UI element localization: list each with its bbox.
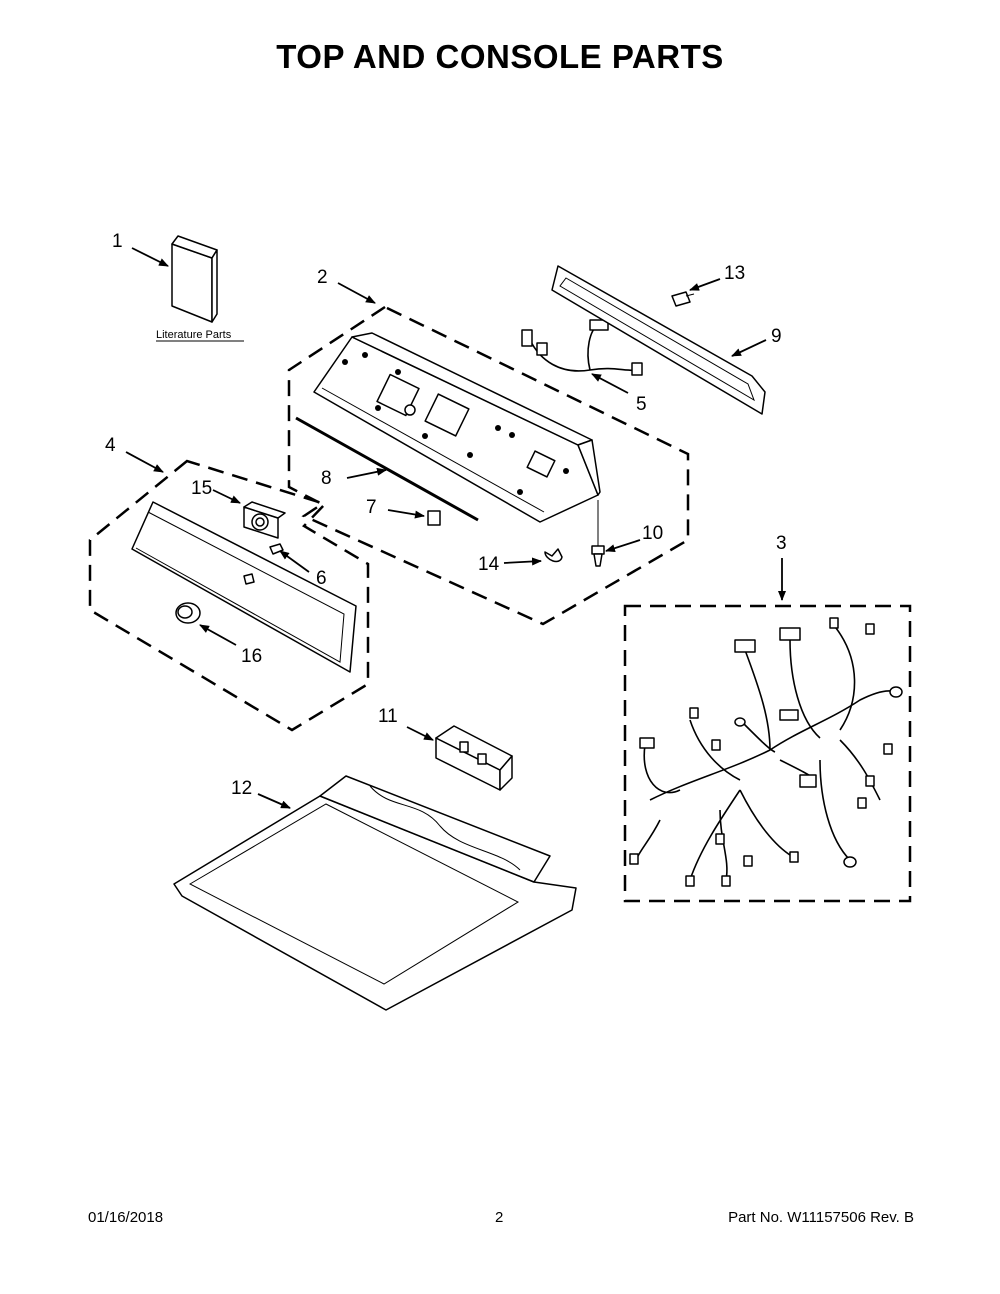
callout-1: 1 [112,231,123,252]
console-strip [295,416,479,522]
callout-10: 10 [642,523,663,544]
switch-15 [243,501,286,539]
footer-part-number: Part No. W11157506 Rev. B [728,1209,914,1226]
console-body [313,332,601,523]
callout-6: 6 [316,568,327,589]
clip-14 [544,548,563,563]
top-panel-12 [173,775,577,1011]
screw-6 [269,543,284,555]
callout-8: 8 [321,468,332,489]
callout-11: 11 [378,706,398,727]
footer-page-number: 2 [495,1209,504,1226]
control-board-11 [435,725,513,791]
callout-2: 2 [317,267,328,288]
callout-4: 4 [105,435,116,456]
literature-book [171,235,218,323]
assembly-4-outline [88,459,370,732]
callout-3: 3 [776,533,787,554]
wire-harness-3 [629,617,903,887]
screw-13 [671,291,695,307]
callout-16: 16 [241,646,262,667]
page-title: TOP AND CONSOLE PARTS [276,38,724,75]
callout-14: 14 [478,554,500,575]
knob-16 [175,602,201,624]
footer-date: 01/16/2018 [88,1209,164,1226]
knob-shaft [243,573,255,585]
wire-harness-5 [521,319,643,376]
callout-9: 9 [771,326,782,347]
control-panel-4 [131,501,357,673]
callout-13: 13 [724,263,745,284]
callout-7: 7 [366,497,377,518]
console-frame-9 [551,265,766,415]
literature-parts-label: Literature Parts [156,329,232,341]
assembly-3-outline [623,604,912,903]
clip-7 [427,510,441,526]
callout-12: 12 [231,778,252,799]
assembly-2-outline [287,305,690,626]
leader-arrows [125,247,786,809]
callout-5: 5 [636,394,647,415]
callout-15: 15 [191,478,212,499]
screw-10 [591,500,605,567]
